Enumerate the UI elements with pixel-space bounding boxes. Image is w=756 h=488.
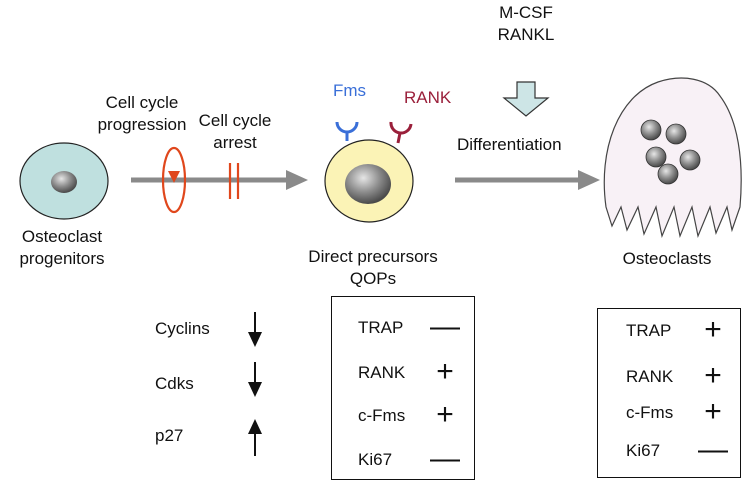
cell-cycle-arrest-icon	[228, 163, 240, 199]
fms-label: Fms	[333, 81, 367, 100]
cyclins-down-arrow	[248, 312, 262, 347]
qop-ki67-label: Ki67	[358, 450, 393, 469]
cell-cycle-loop-icon	[161, 146, 187, 214]
oc-rank-sign: +	[704, 359, 722, 392]
oc-ki67-label: Ki67	[626, 441, 661, 460]
stimuli-label: M-CSF RANKL	[498, 2, 555, 46]
osteoclast-marker-box	[597, 308, 741, 478]
differentiation-arrow	[455, 170, 600, 190]
progression-arrow	[131, 170, 308, 190]
differentiation-label: Differentiation	[457, 135, 562, 154]
cell-cycle-progression-label: Cell cycle progression	[97, 93, 187, 134]
cdks-down-arrow	[248, 362, 262, 397]
qop-c-fms-label: c-Fms	[358, 406, 406, 425]
fms-receptor-icon	[335, 121, 359, 141]
oc-trap-sign: +	[704, 313, 722, 346]
p27-label: p27	[155, 426, 184, 445]
oc-rank-label: RANK	[626, 367, 674, 386]
cyclins-label: Cyclins	[155, 319, 210, 338]
qop-rank-sign: +	[436, 355, 454, 388]
oc-c-fms-sign: +	[704, 395, 722, 428]
progenitor-label: Osteoclast progenitors	[19, 227, 105, 268]
precursor-label: Direct precursors QOPs	[308, 247, 438, 288]
qop-marker-box	[331, 296, 475, 480]
cdks-label: Cdks	[155, 374, 194, 393]
rank-receptor-icon	[389, 121, 413, 144]
osteoclasts-label: Osteoclasts	[622, 249, 712, 268]
stimulus-arrow	[502, 81, 550, 117]
p27-up-arrow	[248, 419, 262, 456]
progenitor-cell	[19, 142, 109, 220]
oc-ki67-sign: —	[698, 433, 728, 466]
cell-cycle-arrest-label: Cell cycle arrest	[198, 111, 272, 152]
oc-c-fms-label: c-Fms	[626, 403, 674, 422]
qop-rank-label: RANK	[358, 363, 406, 382]
qop-c-fms-sign: +	[436, 398, 454, 431]
osteoclast-cell	[603, 77, 742, 239]
m-csf-label: M-CSF	[499, 3, 553, 22]
oc-trap-label: TRAP	[626, 321, 672, 340]
qop-trap-sign: —	[430, 310, 460, 343]
rank-label: RANK	[404, 88, 452, 107]
precursor-cell	[324, 139, 414, 223]
rankl-label: RANKL	[497, 25, 555, 44]
qop-trap-label: TRAP	[358, 318, 404, 337]
qop-ki67-sign: —	[430, 442, 460, 475]
